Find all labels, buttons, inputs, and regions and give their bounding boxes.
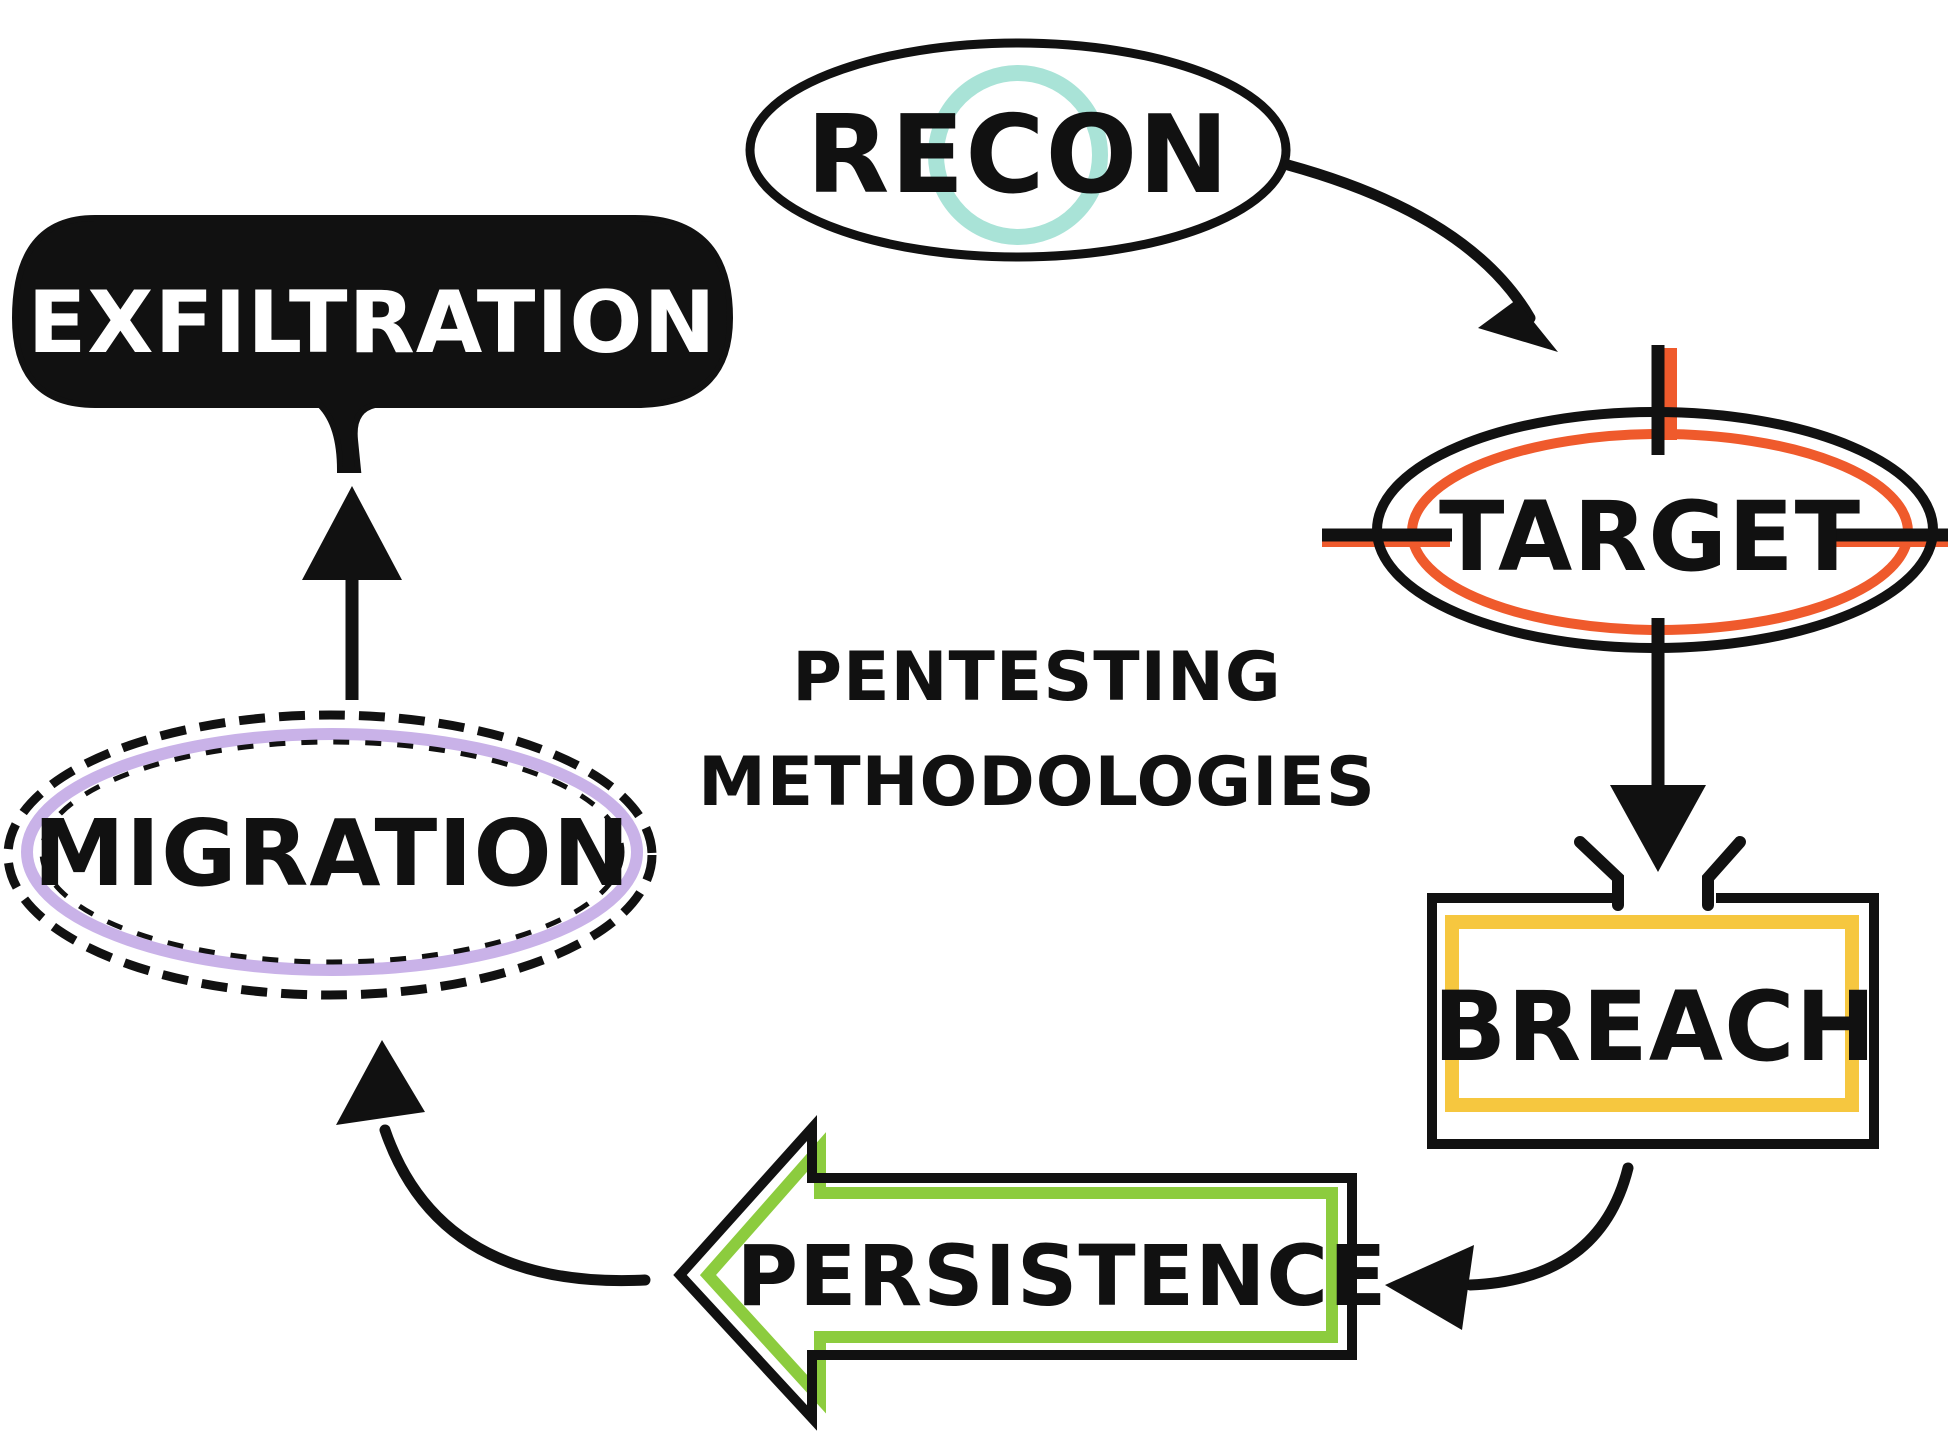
center-title-line2: METHODOLOGIES	[698, 743, 1376, 822]
migration-dashed-inner	[39, 739, 625, 965]
breach-node: BREACH	[1427, 836, 1879, 1149]
breach-accent-box	[1445, 915, 1859, 1112]
persistence-outline	[673, 1114, 1357, 1431]
persistence-node: PERSISTENCE	[673, 1114, 1388, 1431]
exfiltration-bubble	[11, 215, 734, 473]
recon-node: RECON	[745, 38, 1291, 262]
center-title-line1: PENTESTING	[792, 638, 1281, 717]
arrow-breach-to-persistence	[1385, 1162, 1634, 1330]
arrow-migration-to-exfiltration	[302, 486, 402, 700]
breach-label: BREACH	[1433, 971, 1877, 1083]
target-label: TARGET	[1439, 481, 1861, 593]
arrow-recon-to-target	[1282, 159, 1558, 352]
recon-accent-ring	[928, 65, 1108, 245]
arrow-target-to-breach	[1610, 660, 1706, 872]
exfiltration-node: EXFILTRATION	[11, 215, 734, 473]
exfiltration-label: EXFILTRATION	[28, 273, 717, 373]
migration-dashed-outer	[3, 710, 657, 1000]
migration-accent-ring	[21, 728, 643, 976]
arrow-persistence-to-migration	[336, 1040, 651, 1287]
target-node: TARGET	[1322, 345, 1948, 660]
migration-label: MIGRATION	[33, 800, 630, 907]
recon-outline	[745, 38, 1291, 262]
persistence-accent-arrow	[699, 1132, 1338, 1414]
persistence-label: PERSISTENCE	[737, 1227, 1388, 1325]
recon-label: RECON	[806, 93, 1229, 218]
center-title: PENTESTING METHODOLOGIES	[698, 638, 1376, 822]
migration-node: MIGRATION	[3, 710, 657, 1000]
